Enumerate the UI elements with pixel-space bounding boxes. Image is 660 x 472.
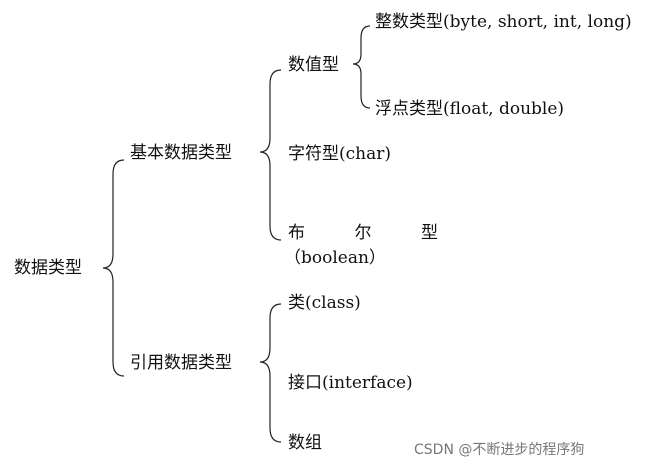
primitive-label: 基本数据类型 [130,143,232,163]
reference-brace [259,303,282,443]
char-type-label: 字符型(char) [288,144,391,164]
boolean-char-1: 布 [288,223,305,243]
array-type-label: 数组 [288,433,322,453]
reference-label: 引用数据类型 [130,353,232,373]
boolean-char-2: 尔 [354,223,372,243]
integer-type-label: 整数类型(byte, short, int, long) [375,12,632,32]
primitive-brace [259,69,282,241]
numeric-brace [352,25,371,109]
watermark: CSDN @不断进步的程序狗 [414,442,585,458]
boolean-char-3: 型 [421,223,438,243]
numeric-label: 数值型 [288,55,339,75]
root-brace [102,159,125,377]
root-label: 数据类型 [14,258,82,278]
boolean-type-label: 布 尔 型 [288,223,438,243]
class-type-label: 类(class) [288,293,361,313]
boolean-sub-label: （boolean） [284,248,386,268]
float-type-label: 浮点类型(float, double) [375,99,565,119]
interface-type-label: 接口(interface) [288,373,413,393]
